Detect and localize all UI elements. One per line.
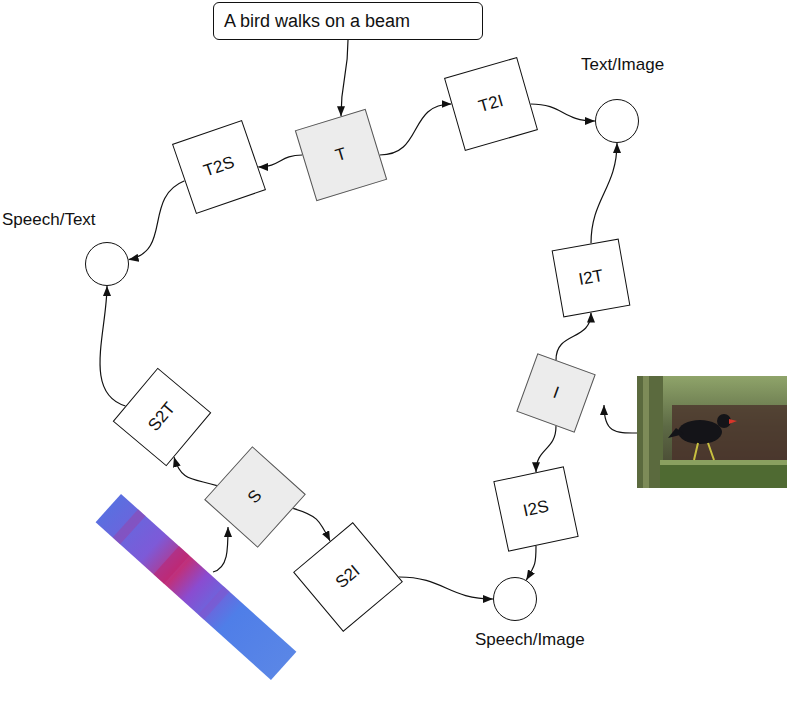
flow-arrow xyxy=(129,181,185,260)
merge-circle: Speech/Text xyxy=(85,242,129,286)
node-text: S2T xyxy=(144,399,179,436)
encoder-box: I xyxy=(516,353,595,432)
circle-label: Text/Image xyxy=(581,55,664,75)
flow-arrow xyxy=(341,40,348,116)
translation-box: T2S xyxy=(172,120,266,214)
flow-arrow xyxy=(556,313,591,361)
flow-arrow xyxy=(526,546,536,580)
flow-arrow xyxy=(258,155,302,167)
node-text: T xyxy=(333,144,349,166)
node-text: I xyxy=(550,383,561,403)
translation-box: S2I xyxy=(293,522,403,632)
node-text: S xyxy=(244,486,266,508)
translation-box: S2T xyxy=(113,368,212,467)
leader-arrow xyxy=(213,527,228,572)
leader-arrow xyxy=(604,405,637,433)
merge-circle: Speech/Image xyxy=(493,577,537,621)
flow-arrow xyxy=(174,457,217,486)
merge-circle: Text/Image xyxy=(595,99,639,143)
circle-label: Speech/Image xyxy=(475,630,585,650)
node-text: I2T xyxy=(577,266,605,290)
translation-box: I2S xyxy=(493,466,578,551)
flow-arrow xyxy=(591,143,617,244)
encoder-box: S xyxy=(204,446,306,548)
flow-arrow xyxy=(380,104,452,155)
node-text: T2S xyxy=(201,152,237,181)
circle-label: Speech/Text xyxy=(2,210,96,230)
node-text: S2I xyxy=(332,561,364,593)
translation-box: T2I xyxy=(444,57,538,151)
flow-arrow xyxy=(531,104,596,121)
flow-arrow xyxy=(100,286,125,406)
caption-box: A bird walks on a beam xyxy=(213,2,483,40)
node-text: T2I xyxy=(476,91,505,117)
flow-arrow xyxy=(399,577,493,599)
encoder-box: T xyxy=(295,109,387,201)
node-text: I2S xyxy=(521,497,550,522)
flow-arrow xyxy=(536,426,556,472)
translation-box: I2T xyxy=(552,239,631,318)
bird-photo xyxy=(637,376,787,488)
flow-arrow xyxy=(293,508,330,541)
node-text: A bird walks on a beam xyxy=(224,11,410,32)
